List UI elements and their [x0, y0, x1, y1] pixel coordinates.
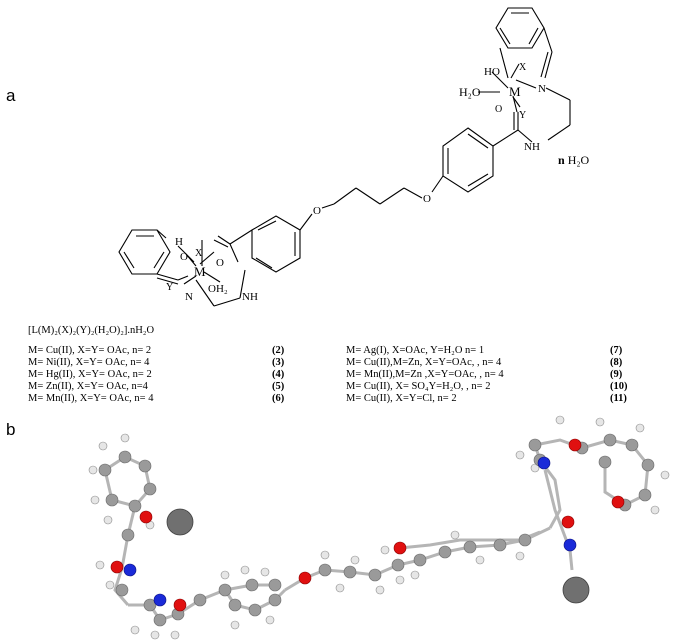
atom-label-m-left: M	[194, 264, 206, 279]
atom-label-n-top: N	[538, 83, 546, 95]
complex-number: (7)	[610, 345, 623, 356]
atom-label-o-phenol-left: O	[180, 251, 188, 263]
complex-number: (10)	[610, 381, 628, 392]
complex-list-right: M= Ag(I), X=OAc, Y=H₂O n= 1 M= Cu(II),M=…	[346, 345, 504, 405]
panel-label-b: b	[6, 420, 16, 439]
atom-label-o-amide-top: O	[495, 104, 502, 115]
complex-row: M= Mn(II),M=Zn ,X=Y=OAc, , n= 4	[346, 369, 504, 380]
atom-label-oh2-left: OH₂	[208, 283, 228, 295]
complex-row: M= Hg(II), X=Y= OAc, n= 2	[28, 369, 152, 380]
hydrate-n: n	[558, 153, 565, 167]
atom-label-y-left: Y	[166, 282, 173, 293]
complex-row: M= Ag(I), X=OAc, Y=H₂O n= 1	[346, 345, 485, 356]
complex-row: M= Zn(II), X=Y= OAc, n=4	[28, 381, 148, 392]
complex-row: M= Ni(II), X=Y= OAc, n= 4	[28, 357, 150, 368]
complex-number: (6)	[272, 393, 285, 404]
atom-label-x-top: X	[519, 62, 527, 73]
hydrate-water: H₂O	[567, 153, 590, 167]
complex-number: (11)	[610, 393, 627, 404]
atom-label-o-ether-left: O	[313, 205, 321, 217]
general-formula: [L(M)₂(X)₂(Y)₂(H₂O)₂].nH₂O	[28, 325, 155, 336]
atom-label-h-left: H	[175, 236, 183, 248]
complex-number: (9)	[610, 369, 623, 380]
atom-label-nh-left: NH	[242, 291, 258, 303]
atom-label-n-left: N	[185, 291, 193, 303]
atom-label-h2o-top: H₂O	[459, 85, 481, 99]
complex-row: M= Cu(II),M=Zn, X=Y=OAc, , n= 4	[346, 357, 502, 368]
atom-label-o-amide-left: O	[216, 257, 224, 269]
atom-label-ho-top: HO	[484, 66, 500, 78]
panel-label-a: a	[6, 86, 16, 105]
atom-label-o-ether-right: O	[423, 193, 431, 205]
atom-label-nh-top: NH	[524, 141, 540, 153]
atom-label-x-left: X	[195, 248, 203, 259]
complex-row: M= Cu(II), X=Y= OAc, n= 2	[28, 345, 152, 356]
complex-row: M= Cu(II), X= SO₄Y=H₂O, , n= 2	[346, 381, 491, 392]
model-metals	[166, 508, 590, 604]
hydrate-label: n H₂O	[558, 153, 589, 168]
complex-number: (5)	[272, 381, 285, 392]
model-nitrogens	[123, 456, 577, 607]
model-oxygens	[110, 438, 625, 612]
atom-label-m-top: M	[509, 84, 521, 99]
complex-row: M= Cu(II), X=Y=Cl, n= 2	[346, 393, 457, 404]
skeletal-bonds	[118, 7, 571, 307]
atom-label-y-top: Y	[519, 110, 526, 121]
complex-number: (2)	[272, 345, 285, 356]
complex-numbers-right: (7) (8) (9) (10) (11)	[610, 345, 628, 405]
complex-number: (4)	[272, 369, 285, 380]
complex-row: M= Mn(II), X=Y= OAc, n= 4	[28, 393, 154, 404]
complex-numbers-left: (2) (3) (4) (5) (6)	[272, 345, 284, 405]
model-hydrogens	[88, 415, 670, 640]
complex-number: (3)	[272, 357, 285, 368]
complex-number: (8)	[610, 357, 623, 368]
ball-and-stick-model	[88, 415, 670, 640]
complex-list-left: M= Cu(II), X=Y= OAc, n= 2 M= Ni(II), X=Y…	[28, 345, 153, 405]
